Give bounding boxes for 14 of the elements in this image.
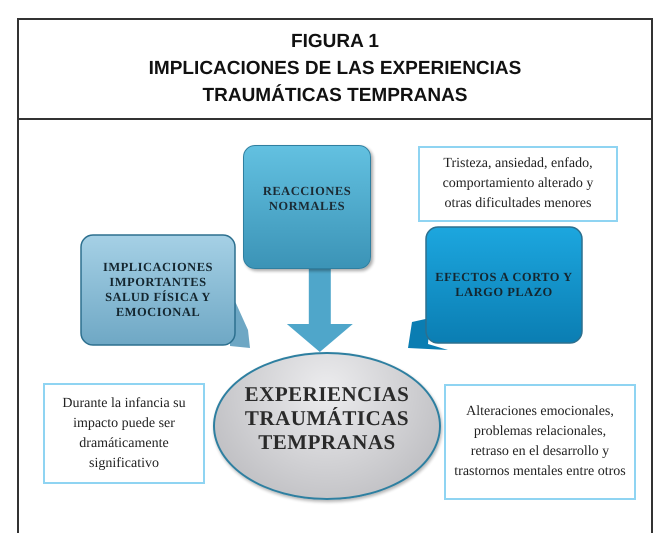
node-text: Durante la infancia su impacto puede ser dramáticamente significativo (61, 394, 187, 472)
node-text: Tristeza, ansiedad, enfado, comportamiento alterado y otras dificultades menores (442, 155, 594, 213)
text-callout-box (444, 384, 636, 500)
process-box (243, 145, 371, 269)
node-text: EXPERIENCIAS TRAUMÁTICAS TEMPRANAS (244, 382, 410, 454)
text-callout-box (43, 383, 205, 484)
node-text: Alteraciones emocionales, problemas relacionales, retraso en el desarrollo y trastornos mentales entre otros (454, 403, 626, 481)
node-text: EFECTOS A CORTO Y LARGO PLAZO (434, 270, 574, 300)
figure-number: FIGURA 1 (291, 30, 379, 54)
node-text: REACCIONES NORMALES (262, 184, 352, 214)
node-text: IMPLICACIONES IMPORTANTES SALUD FÍSICA Y EMOCIONAL (102, 260, 214, 320)
figure-title: IMPLICACIONES DE LAS EXPERIENCIAS TRAUMÁTICAS TEMPRANAS (148, 57, 522, 108)
text-callout-box (418, 146, 618, 222)
block-arrow (286, 269, 353, 352)
